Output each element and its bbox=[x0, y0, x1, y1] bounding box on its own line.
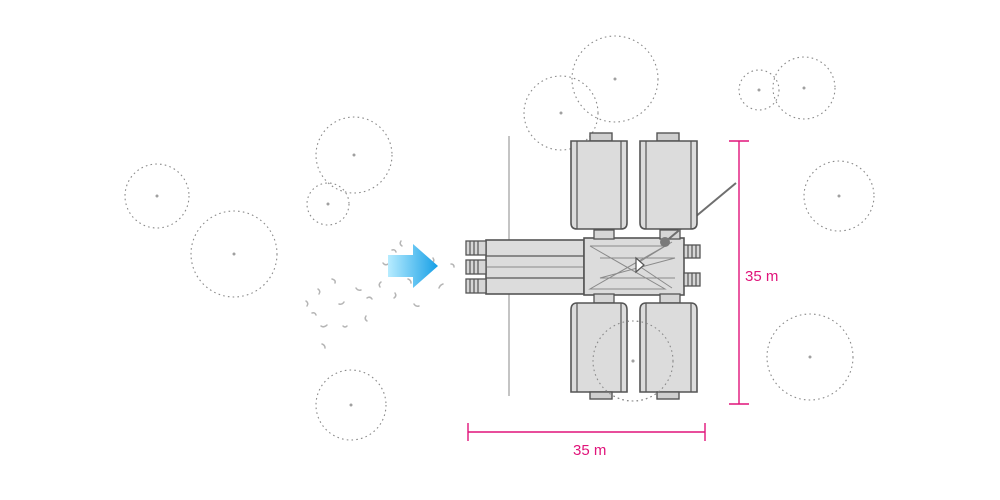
vertical-dimension-label: 35 m bbox=[745, 268, 778, 285]
wind-particles bbox=[305, 240, 455, 349]
horizontal-dimension-label: 35 m bbox=[573, 442, 606, 459]
tree bbox=[772, 56, 836, 120]
tank-top-left bbox=[570, 132, 628, 230]
hub-module bbox=[583, 229, 701, 304]
right-arrow-icon bbox=[388, 244, 438, 288]
building bbox=[465, 132, 737, 402]
tree bbox=[766, 313, 854, 401]
tree bbox=[738, 69, 780, 111]
tree bbox=[571, 35, 659, 123]
tree bbox=[124, 163, 190, 229]
tree bbox=[190, 210, 278, 298]
tank-bottom-left bbox=[570, 302, 628, 400]
tree bbox=[306, 182, 350, 226]
horizontal-dimension: 35 m bbox=[467, 423, 706, 459]
vertical-dimension: 35 m bbox=[729, 140, 778, 405]
trees bbox=[124, 35, 875, 441]
tree bbox=[803, 160, 875, 232]
corridor-module bbox=[465, 239, 585, 295]
tree bbox=[315, 369, 387, 441]
tank-bottom-right bbox=[639, 302, 698, 400]
tree bbox=[523, 75, 599, 151]
tank-top-right bbox=[639, 132, 698, 230]
tree bbox=[315, 116, 393, 194]
antenna bbox=[660, 182, 737, 247]
